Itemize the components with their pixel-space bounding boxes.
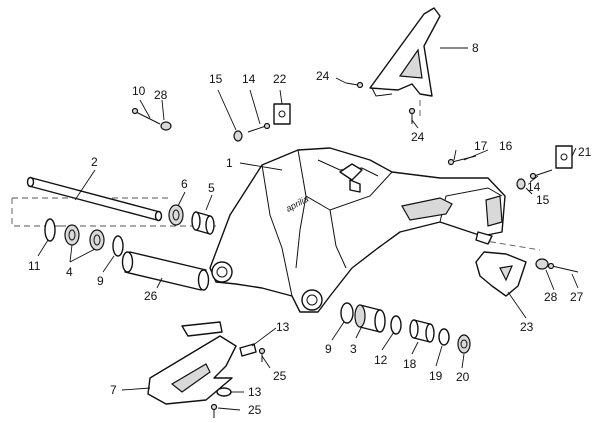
callout-15-upper: 15 [209, 72, 223, 86]
part-nut-15-right [516, 178, 526, 190]
callout-13-lower: 13 [248, 385, 262, 399]
callout-24-lower: 24 [411, 130, 425, 144]
callout-10: 10 [132, 84, 146, 98]
part-circlip-left [44, 218, 56, 242]
callout-18: 18 [403, 357, 417, 371]
callout-22: 22 [273, 72, 287, 86]
part-clip-13-upper [239, 343, 257, 357]
callout-4: 4 [66, 265, 73, 279]
part-washer-19 [438, 328, 450, 346]
part-ring-left [112, 235, 124, 257]
part-bushing-6 [168, 204, 184, 226]
part-screw-25-lower [210, 403, 218, 418]
callout-16: 16 [499, 139, 513, 153]
callout-3: 3 [350, 342, 357, 356]
part-bolt-27 [547, 262, 579, 273]
callout-6: 6 [181, 177, 188, 191]
part-bolt-24b [408, 107, 416, 124]
callout-24-upper: 24 [316, 69, 330, 83]
callout-17: 17 [474, 139, 488, 153]
callout-25-upper: 25 [273, 369, 287, 383]
part-bolt-17 [447, 155, 477, 166]
part-block-21 [555, 145, 573, 169]
callout-9-right: 9 [325, 342, 332, 356]
part-nut-28-upper [160, 121, 172, 131]
part-bearings-left [64, 224, 105, 251]
part-nut-28-lower [535, 258, 549, 270]
part-chain-slider [147, 321, 237, 405]
callout-15-right: 15 [536, 193, 550, 207]
callout-28-upper: 28 [154, 88, 168, 102]
callout-5: 5 [208, 181, 215, 195]
callout-12: 12 [374, 353, 388, 367]
part-bolt-24a [345, 81, 364, 89]
part-bushing-18 [409, 319, 435, 343]
part-bolt-14-right [529, 169, 553, 180]
callout-19: 19 [429, 369, 443, 383]
part-bracket-23 [475, 251, 527, 297]
callout-7: 7 [110, 383, 117, 397]
part-ring-12 [390, 315, 402, 335]
callout-9-left: 9 [97, 274, 104, 288]
part-bolt-10 [131, 107, 161, 125]
callout-2: 2 [91, 155, 98, 169]
leader-lines [37, 47, 579, 411]
callout-26: 26 [144, 289, 158, 303]
callout-27: 27 [570, 290, 584, 304]
callout-20: 20 [456, 370, 470, 384]
callout-23: 23 [520, 320, 534, 334]
part-axle [26, 176, 163, 222]
part-seal-20 [457, 334, 471, 354]
part-chain-guard-upper [369, 7, 441, 97]
part-nut-15-upper [233, 130, 243, 142]
part-bushing-5 [191, 211, 215, 235]
callout-1: 1 [226, 156, 233, 170]
callout-11: 11 [28, 259, 41, 273]
part-clip-13-lower [216, 387, 232, 397]
part-block-22 [273, 103, 291, 125]
callout-21: 21 [578, 145, 592, 159]
part-spacer-tube [121, 251, 210, 291]
callout-13-upper: 13 [276, 320, 290, 334]
callout-28-lower: 28 [544, 290, 558, 304]
callout-14-upper: 14 [242, 72, 256, 86]
swingarm: aprilia [209, 147, 506, 313]
callout-8: 8 [472, 41, 479, 55]
callout-14-right: 14 [527, 180, 541, 194]
callout-25-lower: 25 [248, 403, 262, 417]
part-screw-25-upper [258, 347, 266, 362]
part-ring-right [340, 302, 354, 324]
part-bolt-14-upper [247, 122, 271, 133]
part-bearing-3 [354, 304, 386, 333]
callout-labels: 1 2 3 4 5 6 7 8 9 9 10 11 12 13 13 14 14… [28, 41, 592, 417]
